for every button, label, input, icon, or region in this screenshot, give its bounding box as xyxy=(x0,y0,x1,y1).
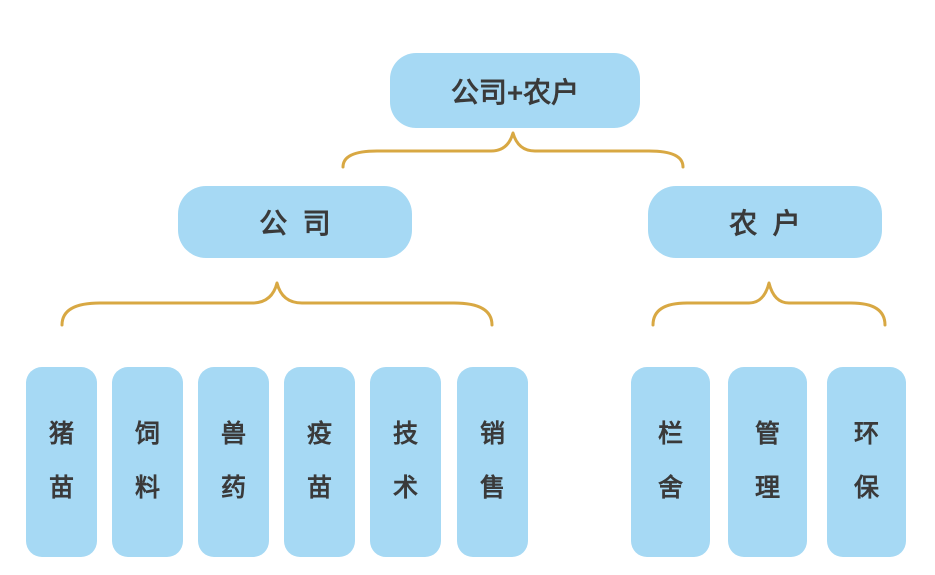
leaf-node-pens: 栏舍 xyxy=(631,367,710,557)
brace-connector-top xyxy=(341,131,685,169)
branch-farmer-label: 农户 xyxy=(729,208,817,239)
brace-farmer-path xyxy=(651,281,887,327)
brace-top-path xyxy=(341,131,685,169)
root-node-label: 公司+农户 xyxy=(450,76,580,108)
brace-connector-company xyxy=(60,281,494,327)
leaf-node-vaccine: 疫苗 xyxy=(284,367,355,557)
leaf-node-technology: 技术 xyxy=(370,367,441,557)
branch-company-label: 公司 xyxy=(259,208,347,239)
leaf-node-environmental-protection: 环保 xyxy=(827,367,906,557)
brace-connector-farmer xyxy=(651,281,887,327)
leaf-label: 猪苗 xyxy=(48,420,74,502)
leaf-node-feed: 饲料 xyxy=(112,367,183,557)
branch-node-company: 公司 xyxy=(178,186,412,258)
leaf-label: 管理 xyxy=(754,420,780,502)
leaf-node-veterinary-medicine: 兽药 xyxy=(198,367,269,557)
leaf-label: 技术 xyxy=(392,420,418,502)
leaf-label: 饲料 xyxy=(134,420,160,502)
leaf-node-management: 管理 xyxy=(728,367,807,557)
leaf-node-piglets: 猪苗 xyxy=(26,367,97,557)
root-node-company-plus-farmer: 公司+农户 xyxy=(390,53,640,128)
leaf-label: 环保 xyxy=(853,420,879,502)
branch-node-farmer: 农户 xyxy=(648,186,882,258)
leaf-label: 销售 xyxy=(479,420,505,502)
leaf-label: 疫苗 xyxy=(306,420,332,502)
leaf-node-sales: 销售 xyxy=(457,367,528,557)
leaf-label: 栏舍 xyxy=(657,420,683,502)
leaf-label: 兽药 xyxy=(220,420,246,502)
brace-company-path xyxy=(60,281,494,327)
